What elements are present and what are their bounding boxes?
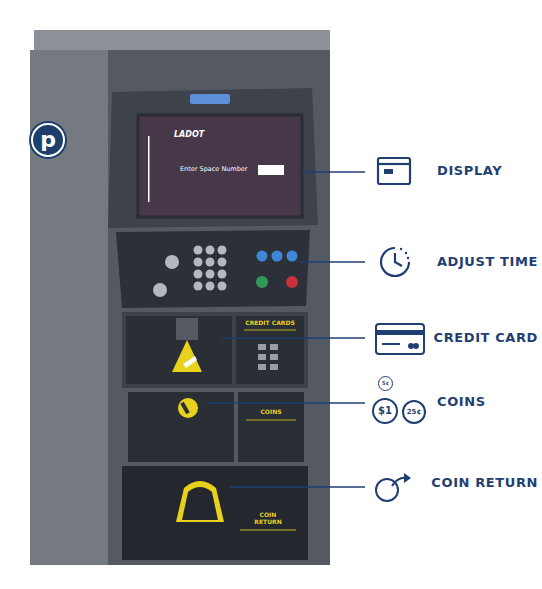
node-text: p xyxy=(40,129,56,151)
node-text: 5¢ xyxy=(382,381,389,386)
indicator xyxy=(190,94,230,104)
return-arrow-head xyxy=(404,473,411,483)
button xyxy=(287,251,298,262)
button xyxy=(257,251,268,262)
button xyxy=(153,283,167,297)
keypad xyxy=(194,246,227,291)
card-icon xyxy=(183,356,197,368)
coin-slot xyxy=(178,398,198,418)
panel-label: COINS xyxy=(260,408,281,415)
button xyxy=(272,251,283,262)
callout-label: ADJUST TIME xyxy=(437,254,538,270)
coin-slot-opening xyxy=(180,402,189,414)
card-slot xyxy=(176,318,198,340)
card-buttons xyxy=(258,344,278,370)
card-chip xyxy=(413,343,419,349)
panel-label: CREDIT CARDS xyxy=(245,319,295,326)
coin-icon: 25¢ xyxy=(402,400,426,424)
display-icon-mark xyxy=(384,169,393,174)
coin-return-icon xyxy=(376,478,408,501)
input-box xyxy=(258,165,284,175)
arrow-line xyxy=(244,330,296,331)
card-triangle xyxy=(172,340,202,372)
callout-label: DISPLAY xyxy=(437,163,502,179)
button xyxy=(286,276,298,288)
coin-return-arch xyxy=(176,481,224,522)
node-text: LADOT xyxy=(174,131,204,139)
callout-label: COINS xyxy=(437,394,486,410)
coin-return-opening xyxy=(182,487,218,520)
coin-icon: $1 xyxy=(372,398,398,424)
arrow-line xyxy=(240,530,296,531)
card-line xyxy=(382,343,400,345)
keypad-panel xyxy=(116,230,310,308)
screen-bezel xyxy=(108,88,318,228)
card-section xyxy=(122,312,308,388)
card-stripe xyxy=(377,330,423,335)
clock-icon xyxy=(381,248,409,276)
meter-front xyxy=(108,50,330,565)
arrow-line xyxy=(246,420,296,421)
button xyxy=(256,276,268,288)
callout-label: COIN RETURN xyxy=(431,475,538,491)
node-text: Enter Space Number xyxy=(180,166,248,173)
node-text: $1 xyxy=(378,406,392,416)
return-section xyxy=(122,466,308,560)
display-icon xyxy=(378,158,410,184)
card-info-panel xyxy=(236,316,304,384)
callout-label: CREDIT CARD xyxy=(434,330,538,346)
button xyxy=(165,255,179,269)
meter-side xyxy=(30,50,110,565)
logo-circle: p xyxy=(31,123,65,157)
card-panel xyxy=(126,316,232,384)
node-text: 25¢ xyxy=(407,409,422,416)
clock-dots xyxy=(400,248,409,259)
credit-card-icon xyxy=(376,324,424,354)
coin-icon: 5¢ xyxy=(378,376,393,391)
panel-label: COIN RETURN xyxy=(250,511,286,525)
display-screen: LADOT Enter Space Number xyxy=(140,117,300,215)
leader-lines xyxy=(206,172,365,487)
screen xyxy=(138,115,302,217)
cursor xyxy=(148,136,150,202)
